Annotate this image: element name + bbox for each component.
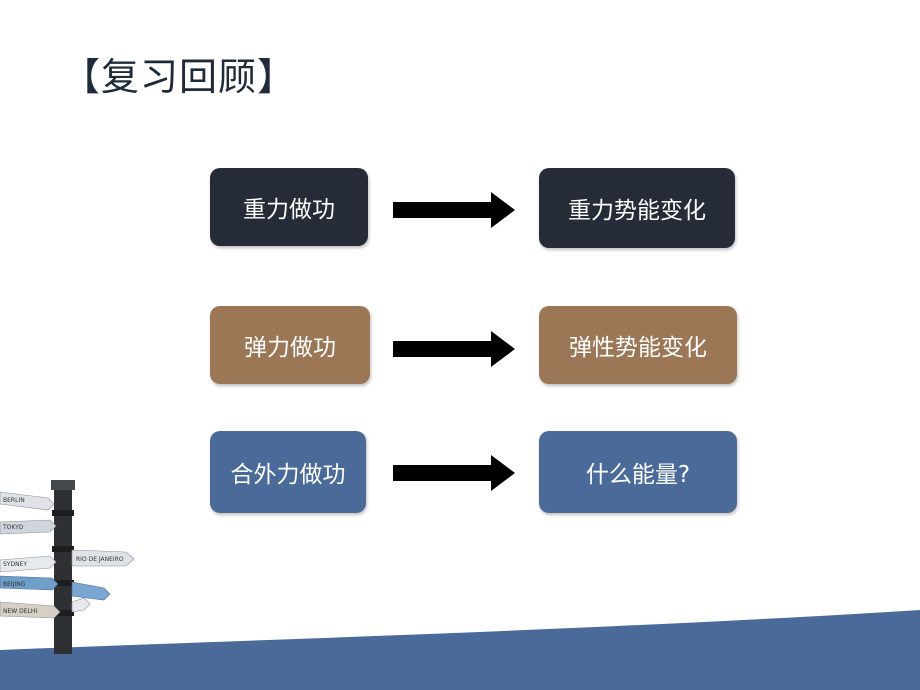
work-label-gravity: 重力做功	[243, 197, 335, 223]
sign-sydney: SYDNEY	[0, 555, 57, 573]
page-title: 【复习回顾】	[62, 55, 297, 99]
energy-label-elastic: 弹性势能变化	[569, 335, 707, 361]
arrow-right-icon	[393, 331, 515, 367]
energy-label-gravity: 重力势能变化	[568, 198, 706, 224]
sign-small-right	[71, 597, 91, 613]
sign-sydney-label: SYDNEY	[3, 561, 27, 568]
sign-tokyo: TOKYO	[0, 519, 57, 535]
work-box-net: 合外力做功	[210, 431, 366, 513]
signpost-illustration: BERLIN TOKYO RIO DE JANEIRO SYDNEY BEIJI…	[0, 480, 135, 654]
sign-berlin-label: BERLIN	[3, 497, 25, 504]
footer-wave-shape	[0, 610, 920, 690]
sign-right-blue	[71, 581, 111, 601]
sign-rio-label: RIO DE JANEIRO	[76, 556, 124, 563]
sign-rio: RIO DE JANEIRO	[71, 549, 135, 567]
energy-box-gravity: 重力势能变化	[539, 168, 735, 248]
sign-new-delhi-label: NEW DELHI	[3, 608, 37, 615]
sign-beijing-label: BEIJING	[3, 581, 26, 588]
energy-label-question: 什么能量?	[585, 462, 691, 488]
energy-box-question: 什么能量?	[539, 431, 737, 513]
sign-beijing: BEIJING	[0, 575, 59, 591]
sign-berlin: BERLIN	[0, 491, 55, 511]
work-box-gravity: 重力做功	[210, 168, 368, 246]
energy-box-elastic: 弹性势能变化	[539, 306, 737, 384]
work-label-elastic: 弹力做功	[244, 335, 336, 361]
arrow-right-icon	[393, 455, 515, 491]
sign-tokyo-label: TOKYO	[2, 524, 23, 531]
sign-new-delhi: NEW DELHI	[0, 601, 61, 619]
signpost-pole	[54, 484, 72, 654]
arrow-right-icon	[393, 192, 515, 228]
work-box-elastic: 弹力做功	[210, 306, 370, 384]
work-label-net: 合外力做功	[230, 462, 346, 488]
